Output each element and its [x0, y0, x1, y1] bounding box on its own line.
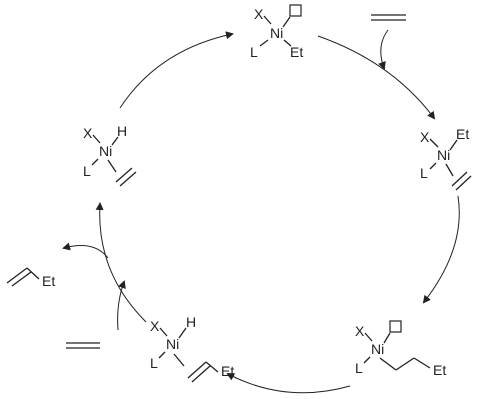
complex-b-l-label: L: [420, 165, 428, 181]
complex-ni-hydride-ethylene: X Ni H L: [83, 123, 137, 187]
complex-c-ni-label: Ni: [371, 341, 384, 357]
complex-b-ni-label: Ni: [437, 147, 450, 163]
complex-c-x-label: X: [355, 323, 365, 339]
arc-ethylene-in-top: [378, 29, 389, 70]
butene-product: Et: [6, 267, 55, 289]
complex-d-et-label: Et: [221, 363, 234, 379]
vacant-site-box-2: [389, 320, 402, 333]
complex-e-ni-label: Ni: [99, 143, 112, 159]
complex-e-x-label: X: [83, 125, 93, 141]
complex-ni-hydride-butene: X Ni H L Et: [150, 314, 234, 383]
complex-ni-ethyl-vacant: X Ni L Et: [250, 4, 303, 60]
arc-bottom: [226, 373, 351, 394]
complex-a-et-label: Et: [290, 44, 303, 60]
arc-top-right: [317, 35, 436, 120]
complex-d-ni-label: Ni: [166, 336, 179, 352]
ethylene-reagent-top: [371, 14, 406, 21]
arc-ethylene-in-bottom: [117, 280, 126, 331]
complex-b-et-label: Et: [456, 126, 469, 142]
butene-et-label: Et: [42, 273, 55, 289]
complex-a-ni-label: Ni: [270, 25, 283, 41]
arc-left: [95, 202, 147, 323]
complex-ni-ethyl-ethylene: X Ni Et L: [420, 126, 472, 191]
arc-butene-out: [62, 242, 109, 259]
complex-c-et-label: Et: [433, 362, 446, 378]
complex-a-x-label: X: [254, 6, 264, 22]
arc-right: [422, 195, 460, 304]
complex-e-h-label: H: [117, 123, 127, 139]
complex-ni-butyl-vacant: X Ni L Et: [355, 320, 446, 378]
complex-d-l-label: L: [150, 355, 158, 371]
complex-d-x-label: X: [150, 318, 160, 334]
vacant-site-box: [289, 4, 302, 17]
ethylene-reagent-bottom: [66, 342, 100, 349]
complex-e-l-label: L: [83, 163, 91, 179]
complex-c-l-label: L: [355, 360, 363, 376]
complex-b-x-label: X: [420, 129, 430, 145]
arc-top-left: [119, 31, 234, 109]
complex-a-l-label: L: [250, 44, 258, 60]
complex-d-h-label: H: [186, 314, 196, 330]
